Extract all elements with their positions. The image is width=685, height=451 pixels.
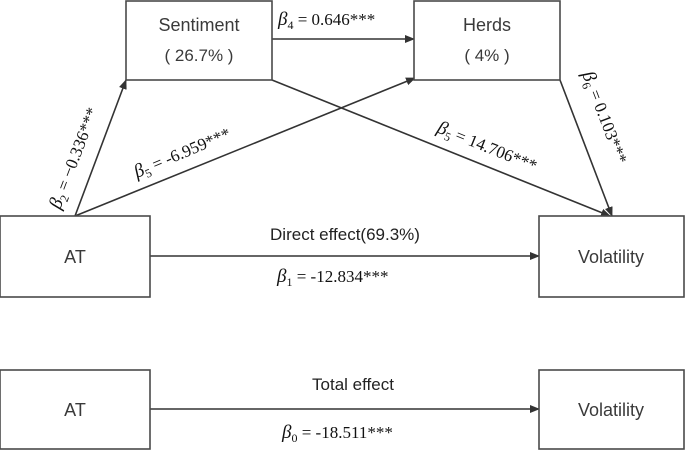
coef-beta5-at-herds: β5 = -6.959*** xyxy=(130,123,235,185)
node-at-total: AT xyxy=(0,369,151,450)
direct-effect-label: Direct effect(69.3%) xyxy=(270,225,420,244)
node-at-total-label: AT xyxy=(64,400,86,420)
edge-at-to-herds xyxy=(74,77,416,217)
node-herds-share: ( 4% ) xyxy=(464,46,509,65)
node-at-mediation-label: AT xyxy=(64,247,86,267)
node-volatility-total: Volatility xyxy=(538,369,685,450)
coef-beta1: β1 = -12.834*** xyxy=(276,266,388,289)
node-volatility-mediation: Volatility xyxy=(538,215,685,298)
coef-beta6: β6 = 0.103*** xyxy=(575,67,632,167)
coef-beta5-sentiment-volatility: β5 = 14.706*** xyxy=(432,117,540,178)
node-sentiment-share: ( 26.7% ) xyxy=(165,46,234,65)
edge-herds-to-volatility xyxy=(559,79,613,217)
total-effect-label: Total effect xyxy=(312,375,394,394)
edge-at-to-sentiment xyxy=(74,79,127,217)
node-volatility-mediation-label: Volatility xyxy=(578,247,644,267)
node-sentiment-label: Sentiment xyxy=(158,15,239,35)
coef-beta0: β0 = -18.511*** xyxy=(281,422,393,445)
node-herds-label: Herds xyxy=(463,15,511,35)
node-at-mediation: AT xyxy=(0,215,151,298)
node-volatility-total-label: Volatility xyxy=(578,400,644,420)
node-herds: Herds ( 4% ) xyxy=(413,0,561,81)
node-sentiment: Sentiment ( 26.7% ) xyxy=(125,0,273,81)
edge-sentiment-to-volatility xyxy=(271,79,611,217)
coef-beta4: β4 = 0.646*** xyxy=(277,9,375,32)
